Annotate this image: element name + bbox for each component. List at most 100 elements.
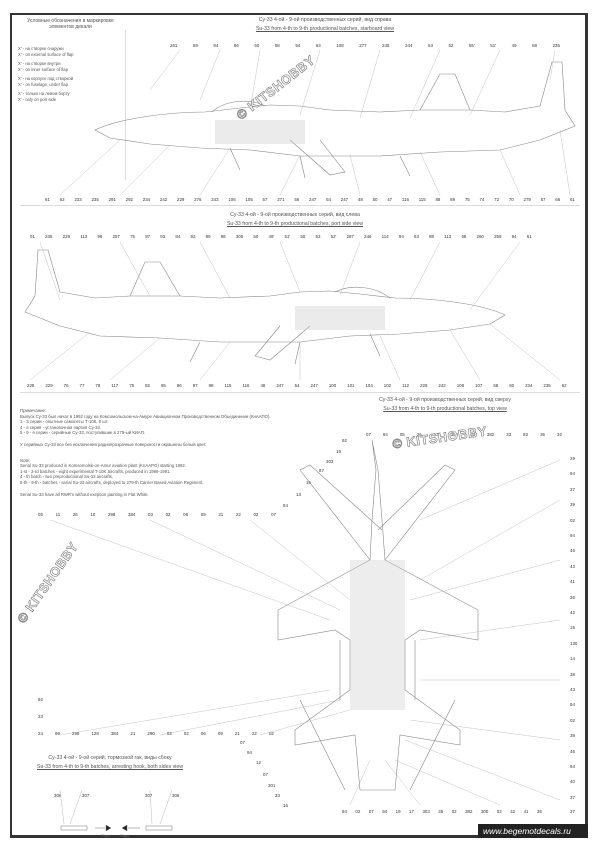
callout-number: 61 <box>526 234 532 239</box>
callout-number: 94 <box>382 809 388 814</box>
website-label[interactable]: www.begemotdecals.ru <box>478 824 588 838</box>
callout-number: 46 <box>570 748 575 754</box>
callout-number: 100 <box>328 383 337 388</box>
callout-number: 02 <box>469 432 475 437</box>
callout-number: 94 <box>398 234 404 239</box>
callout-number: 106 <box>228 197 236 202</box>
callout-number: 21 <box>130 731 136 736</box>
callout-number: 56 <box>294 197 300 202</box>
notes-ru-extra: У серийных Су-33 все без исключения ради… <box>20 441 207 447</box>
callout-number: 98 <box>220 234 226 239</box>
callout-number: 54 <box>294 383 300 388</box>
callout-number: 306 <box>54 793 62 798</box>
callout-number: 95 <box>160 383 166 388</box>
note-line: Примечание: <box>20 408 47 413</box>
callout-number: 104 <box>365 383 373 388</box>
callout-number: 108 <box>336 43 344 48</box>
callout-number: 298 <box>107 512 116 517</box>
callout-number: 94 <box>283 503 288 508</box>
hook-title-en: Su-33 from 4-th to 9-th batches, arresti… <box>37 764 183 770</box>
callout-number: 26 <box>416 432 422 437</box>
callout-number: 10 <box>90 512 96 517</box>
callout-number: 244 <box>405 43 413 48</box>
callout-number: 06 <box>183 512 189 517</box>
callout-number: 55 <box>300 234 306 239</box>
callout-number: 102 <box>383 383 392 388</box>
callout-number: 305 <box>235 234 244 239</box>
callout-number: 229 <box>62 234 70 239</box>
callout-number: 384 <box>128 512 136 517</box>
notes: Примечание:Выпуск Су-33 был начат в 1992… <box>20 408 350 503</box>
note-line: Note: <box>20 457 31 463</box>
callout-number: 07 <box>368 809 374 814</box>
callout-number: 36 <box>570 594 575 600</box>
callout-number: 94 <box>511 234 517 239</box>
callout-number: 94 <box>570 702 575 708</box>
callout-number: 07 <box>263 772 268 777</box>
callout-number: 48 <box>260 383 266 388</box>
callout-number: 49' <box>268 234 275 239</box>
callout-number: 235 <box>552 43 560 48</box>
callout-number: 03 <box>148 512 153 517</box>
callout-number: 83 <box>190 234 196 239</box>
callout-number: 115 <box>224 383 232 388</box>
callout-number: 84 <box>175 234 181 239</box>
callout-number: 243 <box>211 197 219 202</box>
callout-number: 63 <box>315 43 321 48</box>
callout-number: 307 <box>82 793 90 798</box>
callout-number: 245 <box>382 43 390 48</box>
note-line: 1-st - 3-rd batches - eight experimental… <box>20 468 171 474</box>
callout-number: 75 <box>130 234 135 239</box>
callout-number: 02 <box>355 809 361 814</box>
legend-item-text: X' - on inner surface of flap <box>18 66 68 72</box>
callout-number: 14 <box>570 656 575 662</box>
callout-number: 113 <box>444 234 452 239</box>
callout-number: 36 <box>537 809 542 814</box>
callout-number: 242 <box>438 383 446 388</box>
callout-number: 301 <box>268 783 276 788</box>
callout-number: 57 <box>262 197 268 202</box>
callout-number: 306 <box>172 793 180 798</box>
callout-number: 58 <box>274 43 280 48</box>
callout-number: 279 <box>523 197 531 202</box>
callout-number: 101 <box>347 383 355 388</box>
callout-number: 128 <box>91 731 99 736</box>
callout-number: 42 <box>570 610 575 615</box>
callout-number: 74 <box>479 197 485 202</box>
callout-number: 94 <box>570 471 575 477</box>
callout-number: 02 <box>268 731 274 736</box>
sheet-frame <box>10 13 588 838</box>
callout-number: 260 <box>476 234 484 239</box>
callout-number: 53 <box>428 43 433 48</box>
callout-number: 03 <box>166 731 172 736</box>
legend: Условные обозначения в маркировке элемен… <box>18 18 123 106</box>
legend-item-text: X' - only on port side <box>18 96 57 102</box>
callout-number: 02 <box>183 731 189 736</box>
starboard-title-ru: Су-33 4-ой - 9-ой производственных серий… <box>258 17 392 23</box>
callout-number: 07 <box>240 740 245 745</box>
callout-number: 62 <box>561 383 567 388</box>
callout-number: 290 <box>147 731 155 736</box>
callout-number: 02 <box>451 809 457 814</box>
callout-number: 300 <box>450 432 458 437</box>
callout-number: 235 <box>91 197 99 202</box>
callout-number: 116 <box>401 197 409 202</box>
top-title: Су-33 4-ой - 9-ой производственных серий… <box>310 396 580 414</box>
callout-number: 235 <box>45 234 53 239</box>
callout-number: 107 <box>475 383 483 388</box>
hook-title-ru: Су-33 4-ой - 9-ой серий, тормозной гак, … <box>48 755 172 761</box>
top-title-ru: Су-33 4-ой - 9-ой производственных серий… <box>379 397 511 403</box>
callout-number: 09 <box>217 731 223 736</box>
callout-number: 89 <box>205 234 211 239</box>
callout-number: 22 <box>235 512 241 517</box>
callout-number: 48 <box>357 197 363 202</box>
callout-number: 02 <box>570 517 575 523</box>
callout-number: 21 <box>218 512 224 517</box>
callout-number: 97 <box>192 383 198 388</box>
callout-number: 233 <box>74 197 82 202</box>
